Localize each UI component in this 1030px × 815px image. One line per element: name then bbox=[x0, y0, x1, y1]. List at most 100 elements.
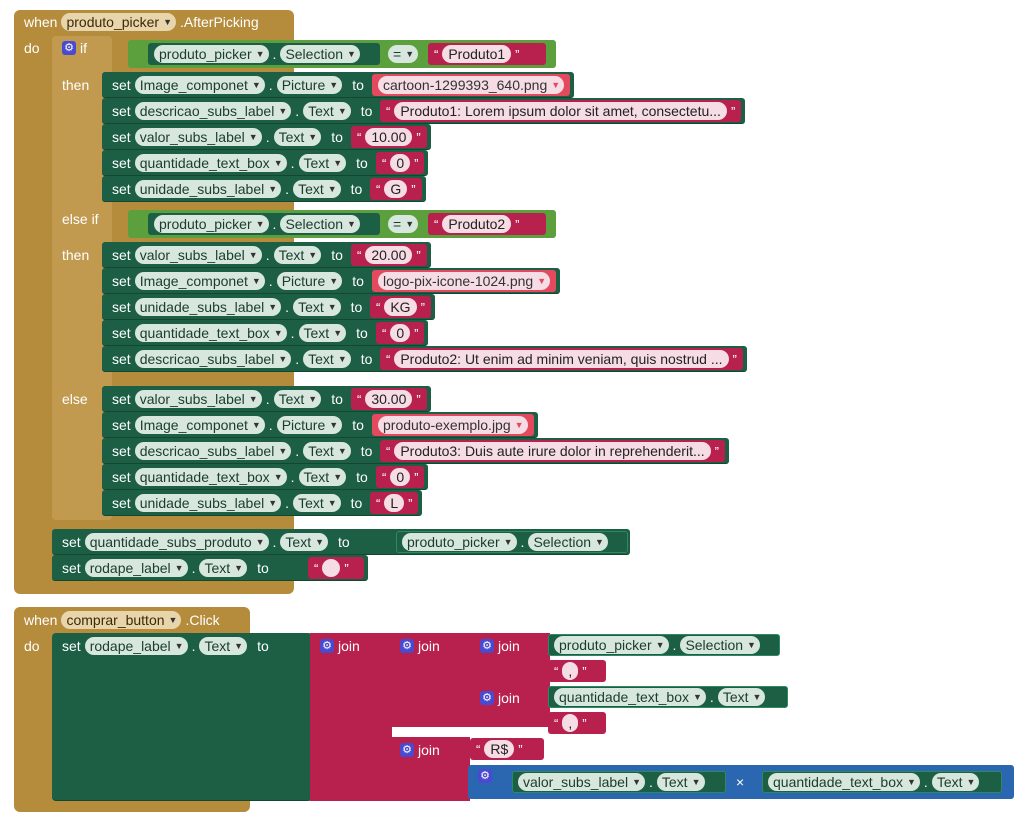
event2-component-dropdown[interactable]: comprar_button▼ bbox=[61, 611, 182, 629]
cond1-prop-dropdown[interactable]: Selection▼ bbox=[280, 45, 360, 63]
cond2-component-dropdown[interactable]: produto_picker▼ bbox=[154, 215, 269, 233]
mul-b-prop-dropdown[interactable]: Text▼ bbox=[931, 773, 980, 791]
text-value[interactable]: KG bbox=[384, 298, 417, 316]
after1-getter-prop-dropdown[interactable]: Selection▼ bbox=[528, 533, 608, 551]
text-literal-block[interactable]: “0” bbox=[376, 466, 425, 488]
mul-a-prop-dropdown[interactable]: Text▼ bbox=[656, 773, 705, 791]
setter-component-dropdown[interactable]: Image_componet▼ bbox=[134, 416, 265, 434]
text-literal-block[interactable]: “20.00” bbox=[351, 244, 427, 266]
sep1-value[interactable]: , bbox=[562, 662, 579, 680]
text-value[interactable]: 10.00 bbox=[365, 128, 413, 146]
asset-value-block[interactable]: produto-exemplo.jpg▼ bbox=[372, 414, 534, 436]
text-literal-block[interactable]: “Produto1: Lorem ipsum dolor sit amet, c… bbox=[380, 100, 742, 122]
setter-component-dropdown[interactable]: unidade_subs_label▼ bbox=[134, 180, 282, 198]
setter-prop-dropdown[interactable]: Picture▼ bbox=[276, 272, 343, 290]
setter-component-dropdown[interactable]: quantidade_text_box▼ bbox=[134, 154, 287, 172]
setter-component-dropdown[interactable]: unidade_subs_label▼ bbox=[134, 298, 282, 316]
setter-component-dropdown[interactable]: Image_componet▼ bbox=[134, 272, 265, 290]
event2-set-prop-dropdown[interactable]: Text▼ bbox=[199, 637, 248, 655]
cond1-value[interactable]: Produto1 bbox=[442, 45, 512, 63]
text-literal-block[interactable]: “KG” bbox=[370, 296, 431, 318]
text-value[interactable]: Produto1: Lorem ipsum dolor sit amet, co… bbox=[394, 102, 727, 120]
mutator-gear-icon[interactable]: ⚙ bbox=[400, 639, 414, 653]
setter-component-dropdown[interactable]: descricao_subs_label▼ bbox=[134, 442, 292, 460]
setter-component-dropdown[interactable]: descricao_subs_label▼ bbox=[134, 102, 292, 120]
mul-b-component-dropdown[interactable]: quantidade_text_box▼ bbox=[768, 773, 920, 791]
text-literal-block[interactable]: “Produto3: Duis aute irure dolor in repr… bbox=[380, 440, 725, 462]
setter-component-dropdown[interactable]: valor_subs_label▼ bbox=[134, 128, 262, 146]
asset-dropdown[interactable]: produto-exemplo.jpg▼ bbox=[378, 416, 528, 434]
event2-set-component-dropdown[interactable]: rodape_label▼ bbox=[84, 637, 188, 655]
setter-prop-dropdown[interactable]: Text▼ bbox=[298, 468, 347, 486]
setter-component-dropdown[interactable]: quantidade_text_box▼ bbox=[134, 468, 287, 486]
asset-dropdown[interactable]: cartoon-1299393_640.png▼ bbox=[378, 76, 565, 94]
cond1-component-dropdown[interactable]: produto_picker▼ bbox=[154, 45, 269, 63]
mutator-gear-icon[interactable]: ⚙ bbox=[480, 691, 494, 705]
text-literal-block[interactable]: “Produto2: Ut enim ad minim veniam, quis… bbox=[380, 348, 743, 370]
text-value[interactable]: L bbox=[384, 494, 405, 512]
eq-operator-dropdown[interactable]: =▼ bbox=[388, 45, 419, 63]
text-literal-block[interactable]: “L” bbox=[370, 492, 419, 514]
text-value[interactable]: Produto3: Duis aute irure dolor in repre… bbox=[394, 442, 711, 460]
mul-a-component-dropdown[interactable]: valor_subs_label▼ bbox=[518, 773, 645, 791]
mutator-gear-icon[interactable]: ⚙ bbox=[478, 769, 492, 783]
setter-component-dropdown[interactable]: descricao_subs_label▼ bbox=[134, 350, 292, 368]
setter-prop-dropdown[interactable]: Text▼ bbox=[303, 350, 351, 368]
get2-prop-dropdown[interactable]: Text▼ bbox=[717, 688, 766, 706]
mutator-gear-icon[interactable]: ⚙ bbox=[62, 41, 76, 55]
setter-prop-dropdown[interactable]: Picture▼ bbox=[276, 416, 343, 434]
join-block-outer[interactable] bbox=[310, 633, 392, 801]
after1-prop-dropdown[interactable]: Text▼ bbox=[280, 533, 329, 551]
text-literal-block[interactable]: “0” bbox=[376, 152, 425, 174]
text-literal-block[interactable]: “30.00” bbox=[351, 388, 427, 410]
text-value[interactable]: 20.00 bbox=[365, 246, 413, 264]
after2-prop-dropdown[interactable]: Text▼ bbox=[199, 559, 248, 577]
setter-prop-dropdown[interactable]: Text▼ bbox=[303, 442, 351, 460]
text-value[interactable]: 30.00 bbox=[365, 390, 413, 408]
event1-event-name: .AfterPicking bbox=[180, 14, 259, 30]
setter-component-dropdown[interactable]: valor_subs_label▼ bbox=[134, 390, 262, 408]
setter-prop-dropdown[interactable]: Text▼ bbox=[293, 180, 341, 198]
setter-component-dropdown[interactable]: Image_componet▼ bbox=[134, 76, 265, 94]
after1-getter-component-dropdown[interactable]: produto_picker▼ bbox=[402, 533, 517, 551]
text-value[interactable]: G bbox=[384, 180, 408, 198]
get1-prop-dropdown[interactable]: Selection▼ bbox=[680, 636, 760, 654]
text-value[interactable]: Produto2: Ut enim ad minim veniam, quis … bbox=[394, 350, 729, 368]
currency-value[interactable]: R$ bbox=[484, 740, 515, 758]
event1-component-dropdown[interactable]: produto_picker▼ bbox=[61, 13, 177, 31]
eq-operator-dropdown[interactable]: =▼ bbox=[388, 215, 419, 233]
setter-prop-dropdown[interactable]: Text▼ bbox=[293, 494, 341, 512]
get2-component-dropdown[interactable]: quantidade_text_box▼ bbox=[554, 688, 706, 706]
setter-prop-dropdown[interactable]: Text▼ bbox=[273, 128, 322, 146]
cond2-prop-dropdown[interactable]: Selection▼ bbox=[280, 215, 360, 233]
setter-prop-dropdown[interactable]: Text▼ bbox=[303, 102, 351, 120]
cond2-value[interactable]: Produto2 bbox=[442, 215, 512, 233]
get1-component-dropdown[interactable]: produto_picker▼ bbox=[554, 636, 669, 654]
setter-component-dropdown[interactable]: unidade_subs_label▼ bbox=[134, 494, 282, 512]
setter-prop-dropdown[interactable]: Text▼ bbox=[298, 324, 347, 342]
mutator-gear-icon[interactable]: ⚙ bbox=[320, 639, 334, 653]
mutator-gear-icon[interactable]: ⚙ bbox=[480, 639, 494, 653]
asset-value-block[interactable]: cartoon-1299393_640.png▼ bbox=[372, 74, 571, 96]
setter-component-dropdown[interactable]: quantidade_text_box▼ bbox=[134, 324, 287, 342]
setter-prop-dropdown[interactable]: Text▼ bbox=[273, 390, 322, 408]
setter-component-dropdown[interactable]: valor_subs_label▼ bbox=[134, 246, 262, 264]
after1-component-dropdown[interactable]: quantidade_subs_produto▼ bbox=[84, 533, 269, 551]
after2-component-dropdown[interactable]: rodape_label▼ bbox=[84, 559, 188, 577]
sep2-value[interactable]: , bbox=[562, 714, 579, 732]
mutator-gear-icon[interactable]: ⚙ bbox=[400, 743, 414, 757]
text-literal-block[interactable]: “G” bbox=[370, 178, 422, 200]
setter-prop-dropdown[interactable]: Text▼ bbox=[298, 154, 347, 172]
text-literal-block[interactable]: “10.00” bbox=[351, 126, 427, 148]
text-value[interactable]: 0 bbox=[390, 154, 411, 172]
text-value[interactable]: 0 bbox=[390, 468, 411, 486]
setter-prop-dropdown[interactable]: Text▼ bbox=[293, 298, 341, 316]
setter-rodape-join[interactable] bbox=[52, 633, 312, 801]
empty-string-value[interactable] bbox=[322, 559, 341, 577]
text-value[interactable]: 0 bbox=[390, 324, 411, 342]
setter-prop-dropdown[interactable]: Text▼ bbox=[273, 246, 322, 264]
asset-dropdown[interactable]: logo-pix-icone-1024.png▼ bbox=[378, 272, 551, 290]
asset-value-block[interactable]: logo-pix-icone-1024.png▼ bbox=[372, 270, 557, 292]
setter-prop-dropdown[interactable]: Picture▼ bbox=[276, 76, 343, 94]
text-literal-block[interactable]: “0” bbox=[376, 322, 425, 344]
